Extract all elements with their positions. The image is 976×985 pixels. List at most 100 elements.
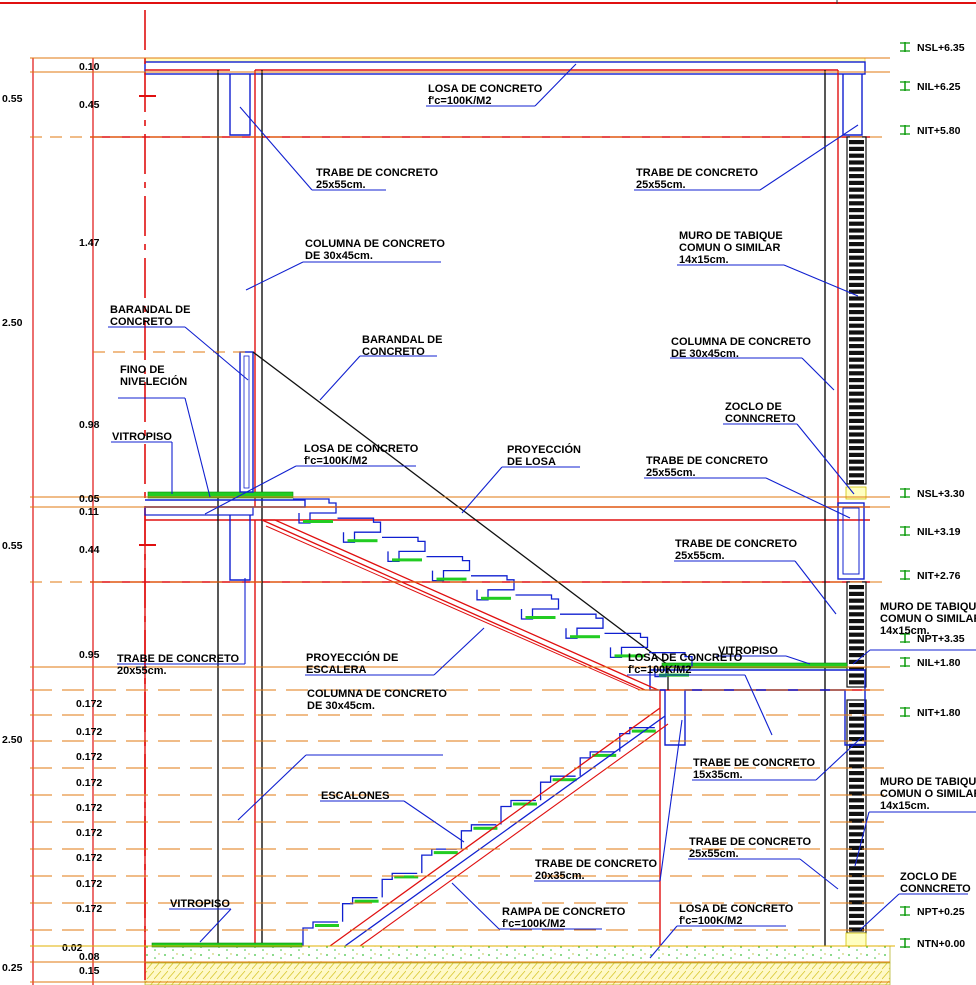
label-col-right-1: COLUMNA DE CONCRETO xyxy=(671,336,811,348)
level-label-ntn-000: NTN+0.00 xyxy=(917,938,965,950)
level-label-nsl-330: NSL+3.30 xyxy=(917,488,965,500)
dimension-inner: 0.02 xyxy=(62,942,83,954)
label-trabe-right-2: 25x55cm. xyxy=(636,179,686,191)
brick xyxy=(849,723,864,728)
brick xyxy=(849,242,864,247)
label-losa-landing-2: f'c=100K/M2 xyxy=(628,664,691,676)
brick xyxy=(849,818,864,823)
label-proy-esc-1: PROYECCIÓN DE xyxy=(306,651,398,664)
label-muro-low-2: COMUN O SIMILAR xyxy=(880,788,976,800)
dimension-step: 0.172 xyxy=(76,726,102,738)
stair-step-lower xyxy=(460,824,497,849)
annotation-labels: LOSA DE CONCRETO f'c=100K/M2 TRABE DE CO… xyxy=(110,83,976,930)
brick xyxy=(849,248,864,253)
label-escalones: ESCALONES xyxy=(321,790,389,802)
label-losa-top-2: f'c=100K/M2 xyxy=(428,95,491,107)
stair-tread-upper xyxy=(614,654,645,658)
dimension-step: 0.172 xyxy=(76,802,102,814)
stair-step-upper xyxy=(604,632,649,659)
label-muro-top-1: MURO DE TABIQUE xyxy=(679,230,783,242)
label-zoclo-top-2: CONNCRETO xyxy=(725,413,796,425)
brick xyxy=(849,276,864,281)
label-losa-bottom-1: LOSA DE CONCRETO xyxy=(679,903,794,915)
brick xyxy=(849,866,864,871)
level-marker-nsl-330: NSL+3.30 xyxy=(900,488,965,500)
brick xyxy=(849,432,864,437)
brick xyxy=(849,235,864,240)
stair-tread-lower xyxy=(433,851,458,855)
brick xyxy=(849,439,864,444)
brick xyxy=(849,180,864,185)
brick xyxy=(849,323,864,328)
brick xyxy=(849,612,864,617)
brick xyxy=(849,632,864,637)
brick xyxy=(849,344,864,349)
level-marker-nit-180: NIT+1.80 xyxy=(900,707,961,719)
brick xyxy=(849,598,864,603)
stair-step-upper xyxy=(293,498,337,524)
red-structure xyxy=(90,69,870,946)
brick xyxy=(849,764,864,769)
label-col-right-2: DE 30x45cm. xyxy=(671,348,739,360)
brick xyxy=(849,459,864,464)
brick xyxy=(849,446,864,451)
brick xyxy=(849,391,864,396)
label-trabe-left-2: 25x55cm. xyxy=(316,179,366,191)
label-muro-top-2: COMUN O SIMILAR xyxy=(679,242,780,254)
brick xyxy=(849,316,864,321)
brick xyxy=(849,452,864,457)
brick xyxy=(849,591,864,596)
brick xyxy=(849,709,864,714)
label-rampa-1: RAMPA DE CONCRETO xyxy=(502,906,626,918)
label-losa-mid-2: f'c=100K/M2 xyxy=(304,455,367,467)
dimension-inner: 0.95 xyxy=(79,649,100,661)
label-col-low-1: COLUMNA DE CONCRETO xyxy=(307,688,447,700)
brick xyxy=(849,886,864,891)
dimension-step: 0.172 xyxy=(76,903,102,915)
brick xyxy=(849,310,864,315)
brick xyxy=(849,798,864,803)
brick xyxy=(849,425,864,430)
label-losa-mid-1: LOSA DE CONCRETO xyxy=(304,443,419,455)
dimension-step: 0.172 xyxy=(76,852,102,864)
brick xyxy=(849,167,864,172)
label-muro-mid-2: COMUN O SIMILAR xyxy=(880,613,976,625)
brick xyxy=(849,146,864,151)
level-marker-nsl-635: NSL+6.35 xyxy=(900,42,965,54)
dimension-step: 0.172 xyxy=(76,777,102,789)
brick xyxy=(849,350,864,355)
brick xyxy=(849,357,864,362)
label-trabe-20x35-2: 20x35cm. xyxy=(535,870,585,882)
label-trabe-midright2-1: TRABE DE CONCRETO xyxy=(675,538,797,550)
brick xyxy=(849,303,864,308)
level-label-nil-180: NIL+1.80 xyxy=(917,657,961,669)
stair-slabs xyxy=(261,519,669,947)
brick xyxy=(849,337,864,342)
label-trabe-midright2-2: 25x55cm. xyxy=(675,550,725,562)
level-marker-nit-580: NIT+5.80 xyxy=(900,125,961,137)
brick xyxy=(849,214,864,219)
stair-tread-upper xyxy=(303,520,333,523)
label-trabe-20-2: 20x55cm. xyxy=(117,665,167,677)
brick xyxy=(849,913,864,918)
brick xyxy=(849,716,864,721)
stair-tread-upper xyxy=(481,596,511,600)
dimension-inner: 0.11 xyxy=(79,506,99,518)
level-label-npt-025: NPT+0.25 xyxy=(917,906,965,918)
label-trabe-right-1: TRABE DE CONCRETO xyxy=(636,167,758,179)
brick xyxy=(849,900,864,905)
label-zoclo-top-1: ZOCLO DE xyxy=(725,401,782,413)
dimension-inner: 0.10 xyxy=(79,61,100,73)
stair-step-lower xyxy=(500,799,536,825)
brick xyxy=(849,194,864,199)
dimension-outer: 0.55 xyxy=(2,540,23,552)
stair-tread-lower xyxy=(513,802,537,806)
dimension-inner: 0.08 xyxy=(79,951,100,963)
brick xyxy=(849,228,864,233)
stair-tread-lower xyxy=(315,924,339,927)
level-marker-nil-180: NIL+1.80 xyxy=(900,657,961,669)
level-label-nil-625: NIL+6.25 xyxy=(917,81,961,93)
label-proy-losa-1: PROYECCIÓN xyxy=(507,443,581,456)
label-barandal-left-2: CONCRETO xyxy=(110,316,173,328)
columns xyxy=(217,70,826,946)
